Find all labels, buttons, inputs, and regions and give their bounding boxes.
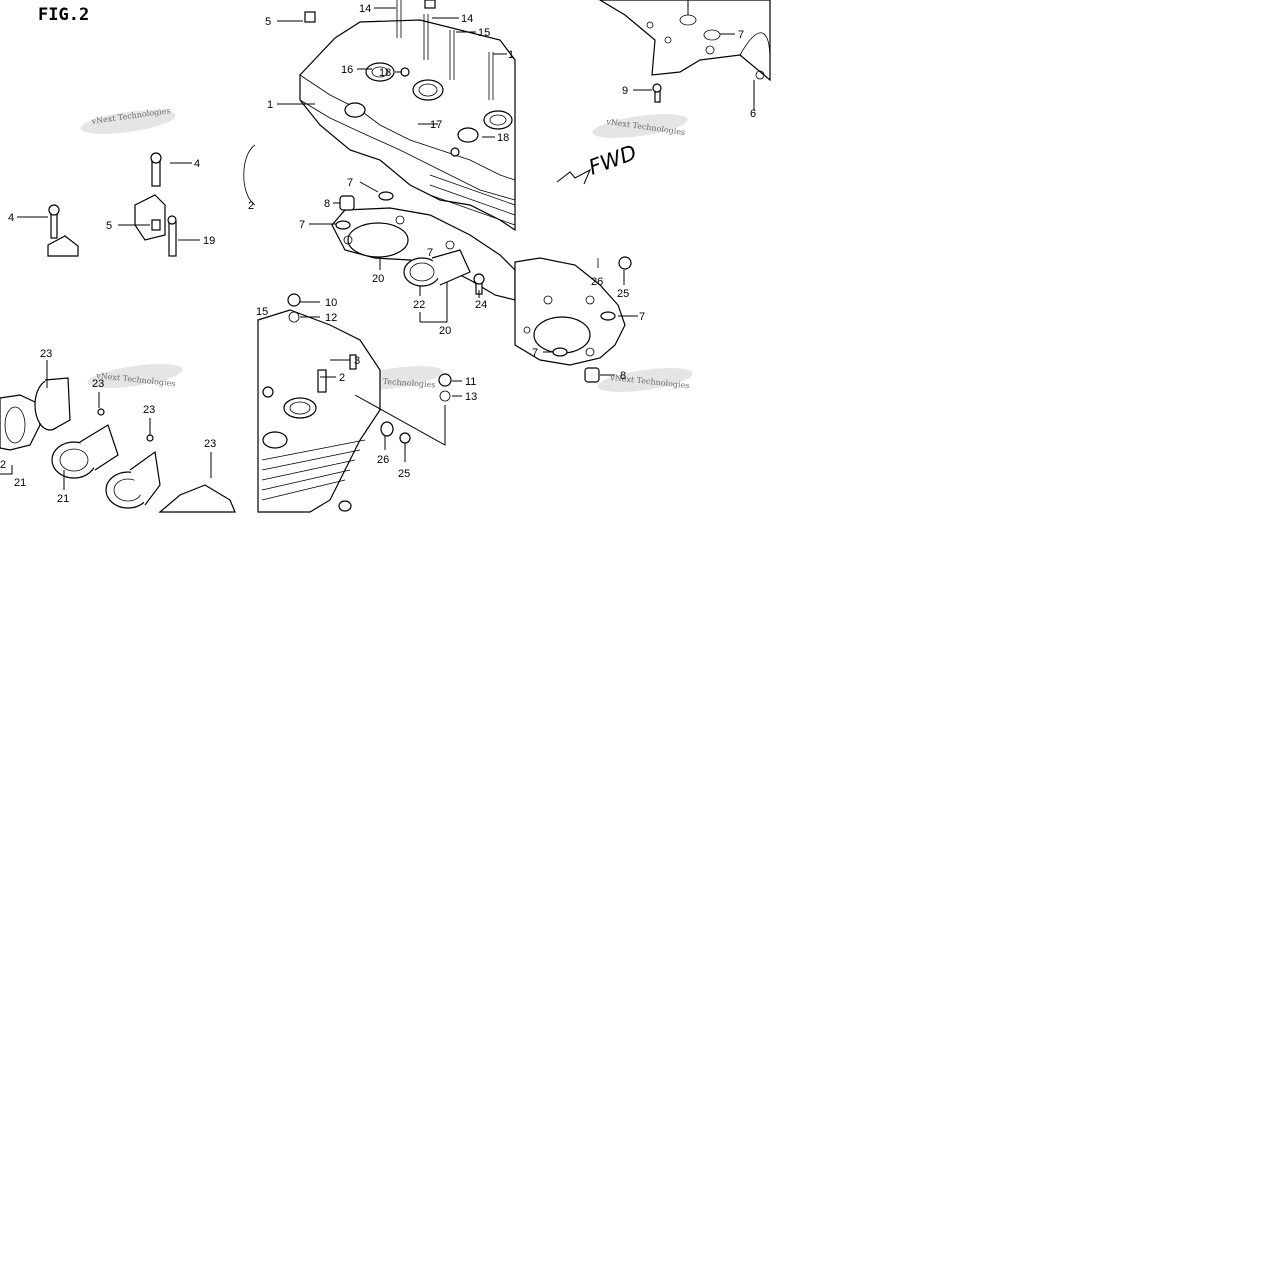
callout-label: 2 [0, 459, 6, 471]
callout-label: 21 [14, 477, 26, 489]
callout-label: 6 [750, 108, 756, 120]
callout-label: 25 [617, 288, 629, 300]
callout-label: 16 [341, 64, 353, 76]
callout-label: 23 [143, 404, 155, 416]
fwd-label: FWD [586, 140, 640, 179]
callout-label: 8 [324, 198, 330, 210]
callout-label: 25 [398, 468, 410, 480]
callout-label: 5 [106, 220, 112, 232]
callout-label: 5 [265, 16, 271, 28]
callout-label: 24 [475, 299, 487, 311]
callout-label: 7 [347, 177, 353, 189]
callout-label: 23 [40, 348, 52, 360]
callout-label: 15 [478, 27, 490, 39]
callout-label: 10 [325, 297, 337, 309]
gasket-right-middle [514, 256, 638, 383]
callout-label: 3 [354, 355, 360, 367]
callout-label: 7 [639, 311, 645, 323]
callout-label: 4 [8, 212, 14, 224]
callout-label: 7 [427, 247, 433, 259]
callout-label: 26 [591, 276, 603, 288]
callout-label: 18 [379, 67, 391, 79]
left-brackets [17, 144, 256, 257]
callout-label: 23 [92, 378, 104, 390]
intake-pipes [0, 360, 236, 513]
callout-label: 9 [622, 85, 628, 97]
callout-label: 15 [256, 306, 268, 318]
callout-label: 20 [439, 325, 451, 337]
callout-label: 12 [325, 312, 337, 324]
callout-label: 17 [430, 119, 442, 131]
callout-label: 13 [465, 391, 477, 403]
callout-labels: 1 5 14 14 15 1 16 18 17 18 4 4 5 19 2 7 … [0, 3, 756, 505]
cylinder-head-front [299, 0, 516, 232]
callout-label: 26 [377, 454, 389, 466]
callout-label: 1 [508, 49, 514, 61]
gasket-top-right [598, 0, 771, 110]
callout-label: 20 [372, 273, 384, 285]
callout-label: 8 [620, 370, 626, 382]
callout-label: 11 [465, 376, 476, 388]
gaskets-middle [309, 181, 516, 323]
callouts-top-middle [277, 7, 507, 138]
callout-label: 2 [248, 200, 254, 212]
callout-label: 7 [532, 347, 538, 359]
callout-label: 22 [413, 299, 425, 311]
callout-label: 7 [299, 219, 305, 231]
callout-label: 14 [359, 3, 371, 15]
callout-label: 7 [738, 29, 744, 41]
callout-label: 1 [267, 99, 273, 111]
callout-label: 18 [497, 132, 509, 144]
callout-label: 4 [194, 158, 200, 170]
fwd-arrow: FWD [556, 140, 640, 185]
callout-label: 19 [203, 235, 215, 247]
callout-label: 23 [204, 438, 216, 450]
callout-label: 21 [57, 493, 69, 505]
callout-label: 14 [461, 13, 473, 25]
figure-title: FIG.2 [38, 5, 89, 25]
callout-label: 2 [339, 372, 345, 384]
cylinder-head-rear [257, 293, 462, 513]
